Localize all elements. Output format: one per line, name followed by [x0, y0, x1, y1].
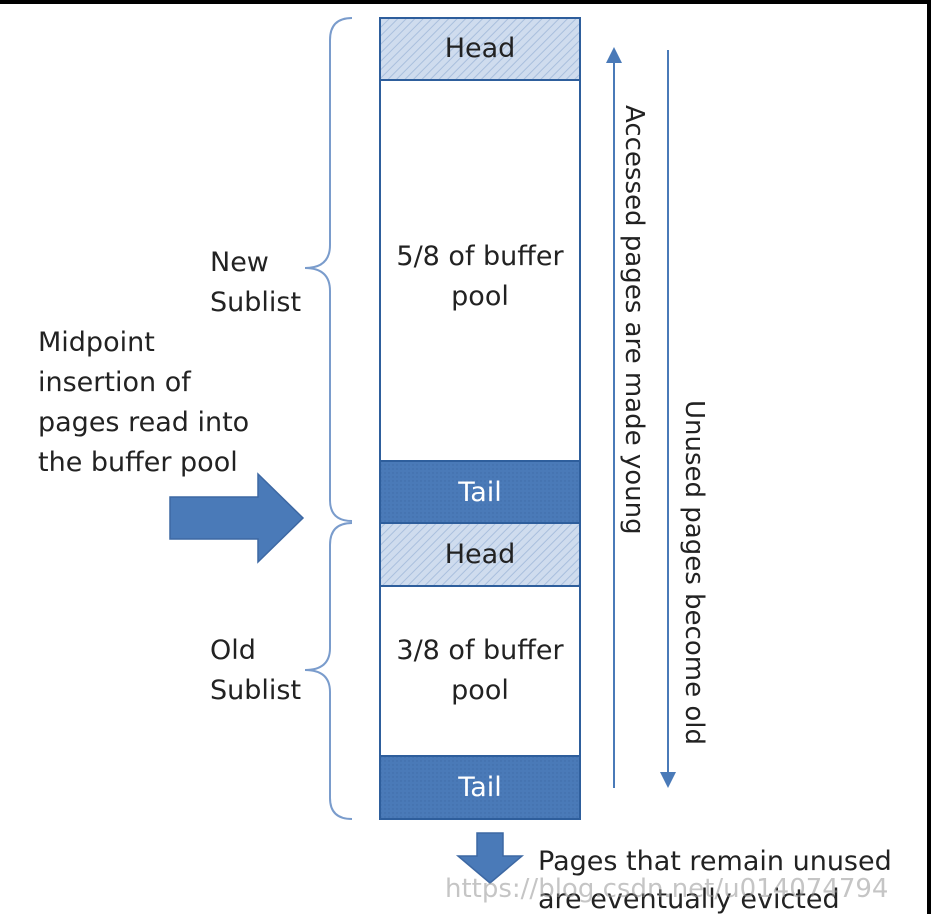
midpoint-insertion-arrow	[169, 472, 305, 564]
old-body-cell	[379, 585, 581, 757]
eviction-label: Pages that remain unused are eventually …	[538, 846, 892, 914]
old-sublist-label: Old Sublist	[210, 635, 302, 706]
top-border	[0, 0, 931, 4]
old-tail-label: Tail	[458, 772, 502, 803]
old-body-label: 3/8 of buffer pool	[396, 635, 564, 706]
old-head-label: Head	[444, 539, 516, 570]
new-tail-label: Tail	[458, 477, 502, 508]
new-head-cell	[379, 17, 581, 81]
accessed-pages-label: Accessed pages are made young	[619, 105, 649, 535]
midpoint-insertion-label: Midpoint insertion of pages read into th…	[38, 327, 250, 478]
right-border	[927, 0, 931, 914]
old-head-cell	[379, 522, 581, 587]
unused-pages-label: Unused pages become old	[679, 400, 709, 745]
old-sublist-brace	[304, 522, 353, 820]
new-sublist-brace	[304, 17, 353, 522]
new-head-label: Head	[444, 33, 516, 64]
new-body-cell	[379, 79, 581, 462]
watermark-text: https://blog.csdn.net/u014074794	[445, 874, 889, 904]
old-tail-cell	[379, 755, 581, 820]
eviction-arrow	[455, 832, 525, 884]
new-body-label: 5/8 of buffer pool	[396, 241, 564, 312]
new-sublist-label: New Sublist	[210, 247, 302, 318]
